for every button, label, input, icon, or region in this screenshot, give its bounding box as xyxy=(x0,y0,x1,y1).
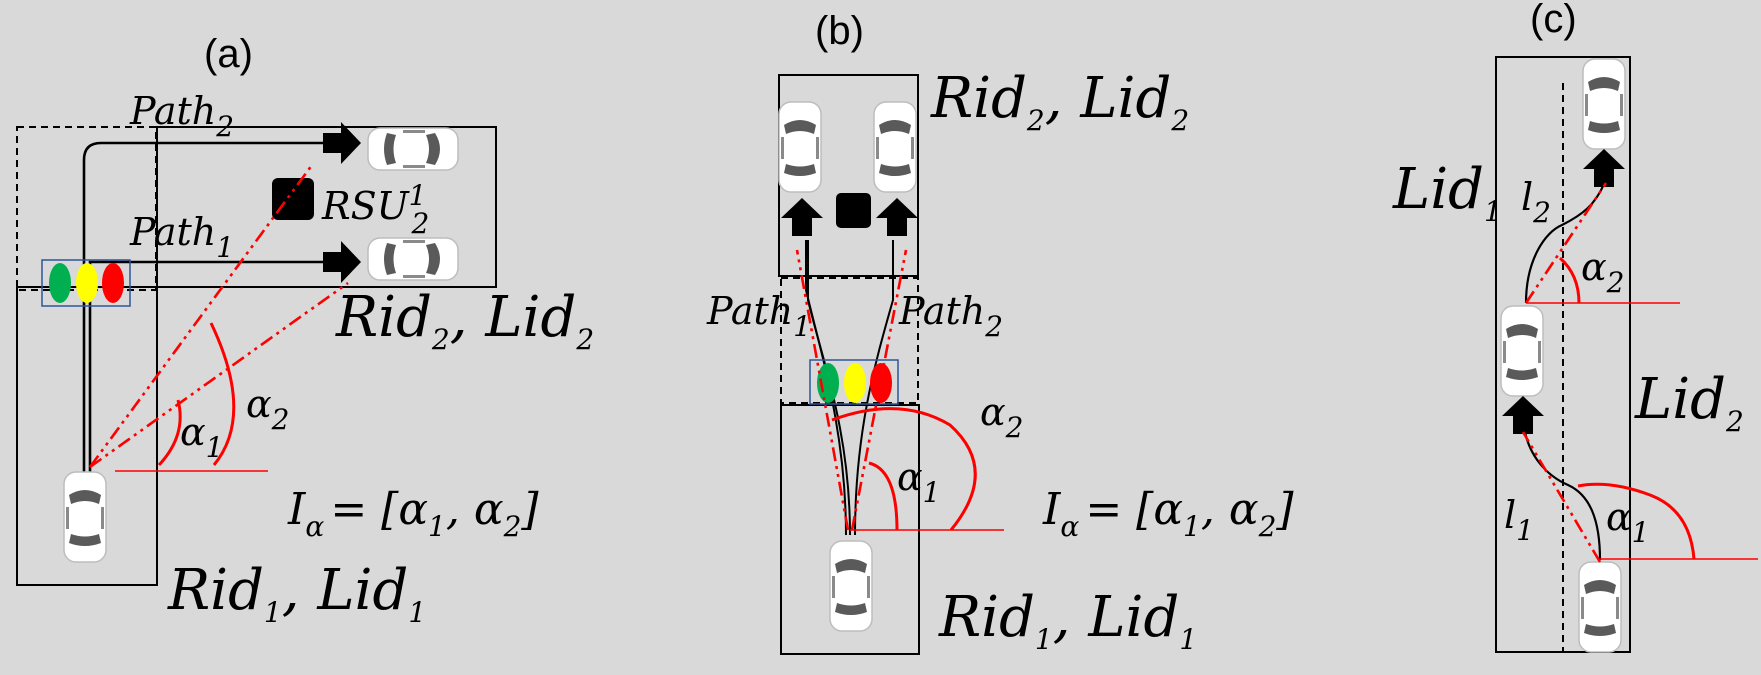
panel-a-target-label: Rid2, Lid2 xyxy=(335,285,594,356)
panel-c: (c) Lid1 Lid2 l2 α2 l1 α1 xyxy=(1392,0,1758,653)
panel-a-path-2 xyxy=(82,141,330,475)
panel-b-target-label: Rid2, Lid2 xyxy=(930,66,1189,137)
panel-a-target-road xyxy=(156,126,497,288)
car-icon xyxy=(778,101,822,193)
panel-c-alpha-2: α2 xyxy=(1581,245,1625,299)
panel-b-interval: Iα= [α1, α2] xyxy=(1042,484,1294,543)
car-icon xyxy=(1582,58,1626,150)
panel-c-angle-1 xyxy=(1577,482,1696,560)
traffic-light-icon xyxy=(809,359,899,405)
panel-a-alpha-1: α1 xyxy=(180,410,224,464)
car-icon xyxy=(367,237,459,281)
panel-c-l2: l2 xyxy=(1521,175,1551,229)
car-icon xyxy=(63,471,107,563)
panel-b-alpha-1: α1 xyxy=(897,455,941,509)
panel-c-l1: l1 xyxy=(1504,493,1534,547)
panel-a-interval: Iα= [α1, α2] xyxy=(287,484,539,543)
arrow-icon xyxy=(876,198,918,236)
panel-b-intersection-box xyxy=(780,277,919,404)
panel-b-path-1-label: Path1 xyxy=(706,289,811,343)
car-icon xyxy=(1500,305,1544,397)
panel-a-path-2-label: Path2 xyxy=(129,89,234,143)
panel-b-angle-2 xyxy=(831,407,977,531)
panel-a-path-1-label: Path1 xyxy=(129,210,234,264)
panel-a-angle-1 xyxy=(157,399,182,467)
arrow-icon xyxy=(323,241,361,283)
arrow-icon xyxy=(781,198,823,236)
car-icon xyxy=(829,540,873,632)
car-icon xyxy=(873,101,917,193)
panel-a-source-label: Rid1, Lid1 xyxy=(167,558,426,629)
car-icon xyxy=(367,127,459,171)
panel-b-source-label: Rid1, Lid1 xyxy=(938,585,1197,656)
rsu-icon xyxy=(836,193,871,228)
panel-b: (b) Rid2, Lid2 Path1 Path2 α2 α1 Iα= [α1… xyxy=(706,9,1294,656)
traffic-light-icon xyxy=(41,259,131,307)
panel-b-path-2 xyxy=(854,240,894,536)
panel-c-tag: (c) xyxy=(1530,0,1577,41)
car-icon xyxy=(1578,561,1622,653)
arrow-icon xyxy=(1502,396,1544,434)
panel-c-lane-2-label: Lid2 xyxy=(1634,367,1744,438)
panel-c-angle-2 xyxy=(1558,256,1581,304)
arrow-icon xyxy=(323,122,361,164)
panel-a-tag: (a) xyxy=(204,32,253,76)
panel-b-alpha-2: α2 xyxy=(980,390,1024,444)
panel-b-tag: (b) xyxy=(815,9,864,53)
rsu-icon xyxy=(272,178,314,220)
arrow-icon xyxy=(1583,149,1625,187)
panel-c-alpha-1: α1 xyxy=(1606,495,1650,549)
panel-a-path-1 xyxy=(88,260,330,475)
panel-a-alpha-2: α2 xyxy=(246,382,290,436)
panel-b-angle-1 xyxy=(868,461,899,531)
panel-a-angle-2 xyxy=(209,322,236,466)
panel-c-path-l1 xyxy=(1523,431,1602,561)
panel-b-path-2-label: Path2 xyxy=(898,289,1003,343)
panel-c-lane-1-label: Lid1 xyxy=(1392,157,1502,228)
panel-c-path-l2 xyxy=(1524,183,1606,304)
